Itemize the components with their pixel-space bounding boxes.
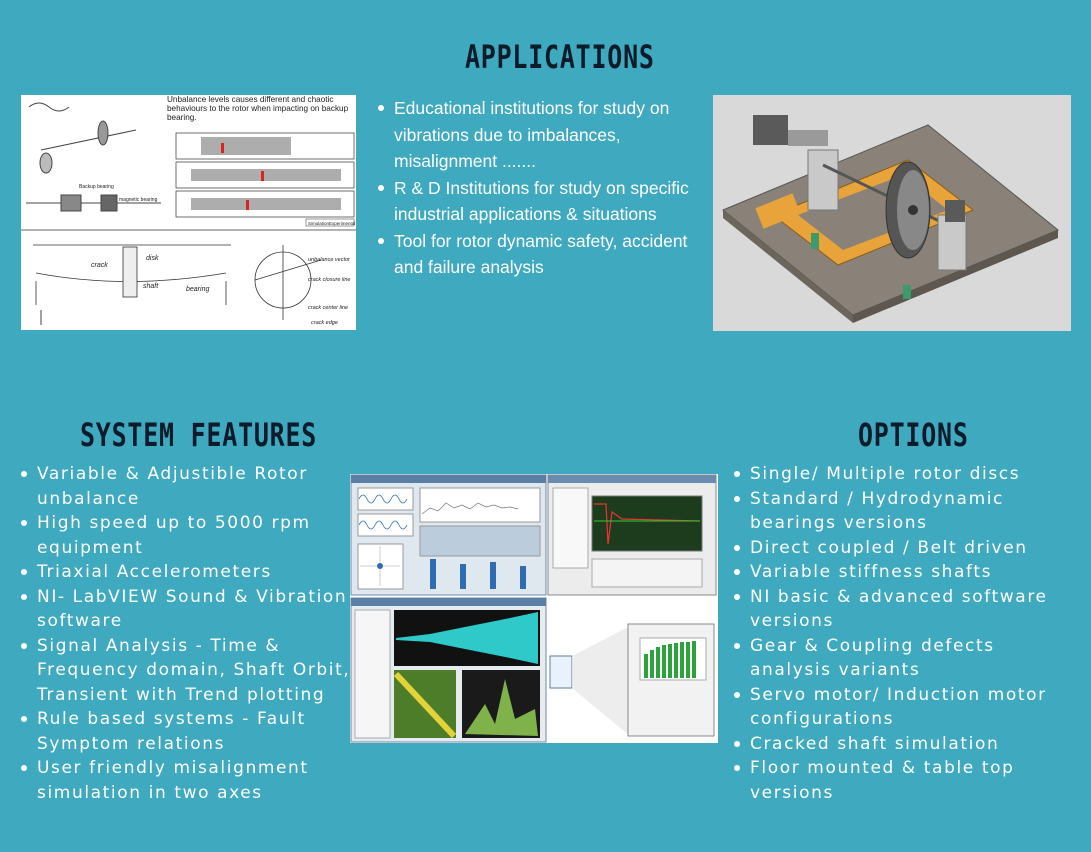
diagram-label-bearing: bearing (186, 286, 209, 293)
diagram-label-edge: crack edge (311, 320, 338, 326)
diagram-label-shaft: shaft (143, 283, 159, 290)
diagram-label-unbalance: unbalance vector (308, 257, 351, 263)
diagram-label-magnetic: magnetic bearing (119, 197, 158, 203)
list-item: Cracked shaft simulation (734, 732, 1074, 757)
list-item: Tool for rotor dynamic safety, accident … (378, 228, 693, 281)
legend-simulation: Simulation (308, 221, 330, 226)
software-screenshots (350, 474, 718, 743)
list-item: High speed up to 5000 rpm equipment (21, 511, 353, 560)
diagram-label-closure: crack closure line (308, 277, 351, 283)
list-item: Direct coupled / Belt driven (734, 536, 1074, 561)
list-item: User friendly misalignment simulation in… (21, 756, 353, 805)
list-item: Servo motor/ Induction motor configurati… (734, 683, 1074, 732)
diagram-label-backup: Backup bearing (79, 184, 114, 190)
system-features-title: SYSTEM FEATURES (80, 416, 318, 454)
options-list: Single/ Multiple rotor discs Standard / … (734, 462, 1074, 805)
diagram-label-center: crack center line (308, 305, 348, 311)
rotor-diagram: Backup bearing magnetic bearing Unbalanc… (21, 95, 356, 330)
options-title: OPTIONS (858, 416, 969, 454)
applications-list: Educational institutions for study on vi… (378, 95, 693, 281)
list-item: NI- LabVIEW Sound & Vibration software (21, 585, 353, 634)
list-item: Signal Analysis - Time & Frequency domai… (21, 634, 353, 708)
diagram-caption: Unbalance levels causes different and ch… (167, 95, 349, 122)
rotor-kit-render (713, 95, 1071, 331)
list-item: Variable stiffness shafts (734, 560, 1074, 585)
list-item: Gear & Coupling defects analysis variant… (734, 634, 1074, 683)
legend-experimental: Experimental (329, 221, 355, 226)
list-item: Educational institutions for study on vi… (378, 95, 693, 175)
list-item: Variable & Adjustible Rotor unbalance (21, 462, 353, 511)
list-item: Triaxial Accelerometers (21, 560, 353, 585)
applications-title: APPLICATIONS (465, 38, 655, 76)
diagram-label-crack: crack (91, 262, 108, 269)
list-item: Rule based systems - Fault Symptom relat… (21, 707, 353, 756)
system-features-list: Variable & Adjustible Rotor unbalance Hi… (21, 462, 353, 805)
diagram-label-disk: disk (146, 255, 159, 262)
list-item: R & D Institutions for study on specific… (378, 175, 693, 228)
list-item: Standard / Hydrodynamic bearings version… (734, 487, 1074, 536)
list-item: Single/ Multiple rotor discs (734, 462, 1074, 487)
list-item: NI basic & advanced software versions (734, 585, 1074, 634)
list-item: Floor mounted & table top versions (734, 756, 1074, 805)
